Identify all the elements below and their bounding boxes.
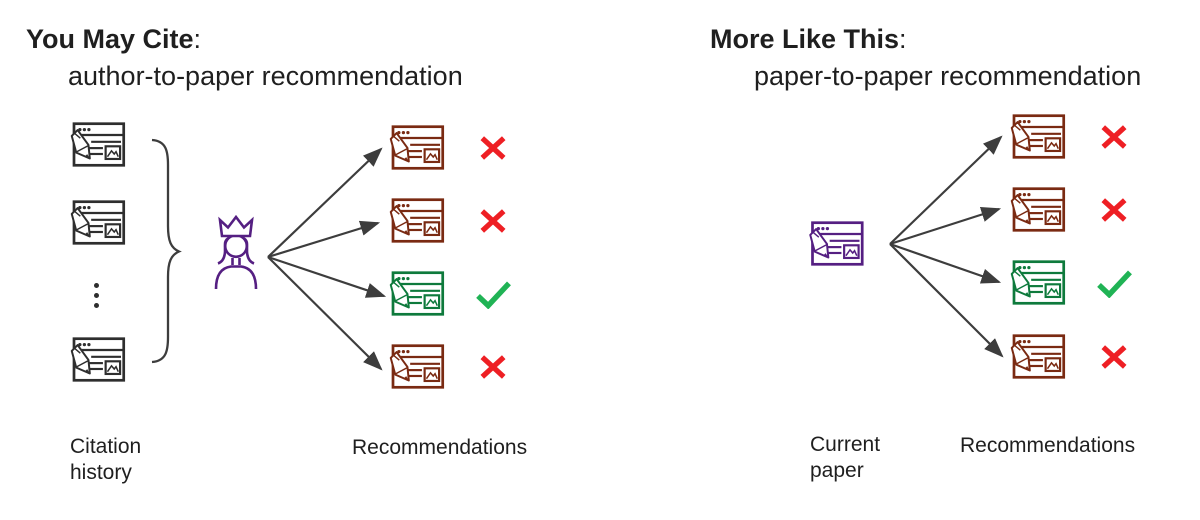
reject-x-icon [478, 353, 508, 381]
recommended-paper-icon [387, 343, 446, 390]
right-subtitle: paper-to-paper recommendation [754, 61, 1142, 91]
recommended-paper-icon [1008, 259, 1067, 306]
current-paper-label-line1: Current [810, 433, 881, 456]
citation-history-label: Citation history [70, 434, 141, 486]
left-subtitle: author-to-paper recommendation [68, 61, 463, 91]
right-curly-brace [151, 138, 182, 364]
right-title-colon: : [899, 24, 907, 54]
recommended-paper-icon [1008, 186, 1067, 233]
right-recommendations-label: Recommendations [960, 434, 1136, 457]
reject-x-icon [1099, 343, 1129, 371]
reject-x-icon [478, 207, 508, 235]
reject-x-icon [478, 134, 508, 162]
fan-out-arrows-right [889, 135, 1004, 358]
left-recommendations-label: Recommendations [352, 436, 528, 459]
crowned-author-person-icon [210, 215, 262, 291]
left-title-colon: : [193, 24, 202, 54]
left-title: You May Cite: [26, 23, 201, 55]
vertical-ellipsis-icon [92, 283, 100, 313]
citation-history-label-line1: Citation [70, 435, 142, 458]
recommended-paper-icon [1008, 113, 1067, 160]
accept-check-icon [1096, 269, 1133, 298]
recommended-paper-icon [387, 270, 446, 317]
current-paper-icon [806, 220, 866, 267]
citation-paper-icon [68, 121, 127, 168]
citation-paper-icon [68, 199, 127, 246]
accept-check-icon [475, 280, 512, 309]
citation-paper-icon [68, 336, 127, 383]
right-title: More Like This: [710, 23, 907, 55]
left-title-text: You May Cite [26, 24, 194, 54]
reject-x-icon [1099, 196, 1129, 224]
recommended-paper-icon [1008, 333, 1067, 380]
current-paper-label-line2: paper [810, 459, 864, 482]
right-title-text: More Like This [710, 24, 900, 54]
recommended-paper-icon [387, 197, 446, 244]
recommended-paper-icon [387, 124, 446, 171]
current-paper-label: Current paper [810, 432, 880, 484]
fan-out-arrows-left [267, 147, 387, 371]
reject-x-icon [1099, 123, 1129, 151]
citation-history-label-line2: history [70, 461, 132, 484]
